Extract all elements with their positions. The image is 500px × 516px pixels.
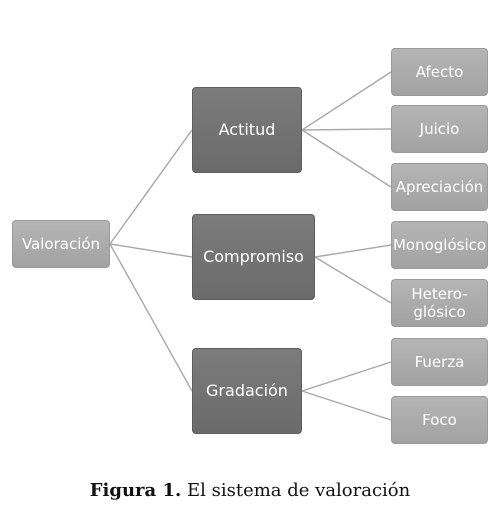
leaf-node-juicio: Juicio bbox=[391, 105, 488, 153]
connector-gradacion-foco bbox=[301, 390, 392, 421]
connector-actitud-apreciacion bbox=[301, 129, 392, 188]
connector-root-compromiso bbox=[109, 243, 193, 258]
root-node-valoracion: Valoración bbox=[12, 220, 110, 268]
connector-gradacion-fuerza bbox=[301, 361, 392, 392]
branch-node-actitud: Actitud bbox=[192, 87, 302, 173]
leaf-node-apreciacion: Apreciación bbox=[391, 163, 488, 211]
figure-label: Figura 1. bbox=[89, 480, 182, 501]
connector-compromiso-heteroglosico bbox=[314, 256, 392, 304]
leaf-node-foco: Foco bbox=[391, 396, 488, 444]
connectors bbox=[109, 71, 392, 421]
leaf-node-afecto: Afecto bbox=[391, 48, 488, 96]
branch-node-gradacion: Gradación bbox=[192, 348, 302, 434]
connector-actitud-afecto bbox=[301, 71, 392, 131]
tree-diagram bbox=[109, 71, 392, 421]
connector-root-actitud bbox=[109, 129, 193, 245]
leaf-node-heteroglosico: Hetero- glósico bbox=[391, 279, 488, 327]
connector-compromiso-monoglosico bbox=[314, 244, 392, 258]
branch-node-compromiso: Compromiso bbox=[192, 214, 315, 300]
connector-actitud-juicio bbox=[301, 128, 392, 131]
leaf-node-monoglosico: Monoglósico bbox=[391, 221, 488, 269]
figure-caption: Figura 1. El sistema de valoración bbox=[0, 480, 500, 501]
figure-title: El sistema de valoración bbox=[186, 480, 411, 501]
leaf-node-fuerza: Fuerza bbox=[391, 338, 488, 386]
connector-root-gradacion bbox=[109, 243, 193, 392]
